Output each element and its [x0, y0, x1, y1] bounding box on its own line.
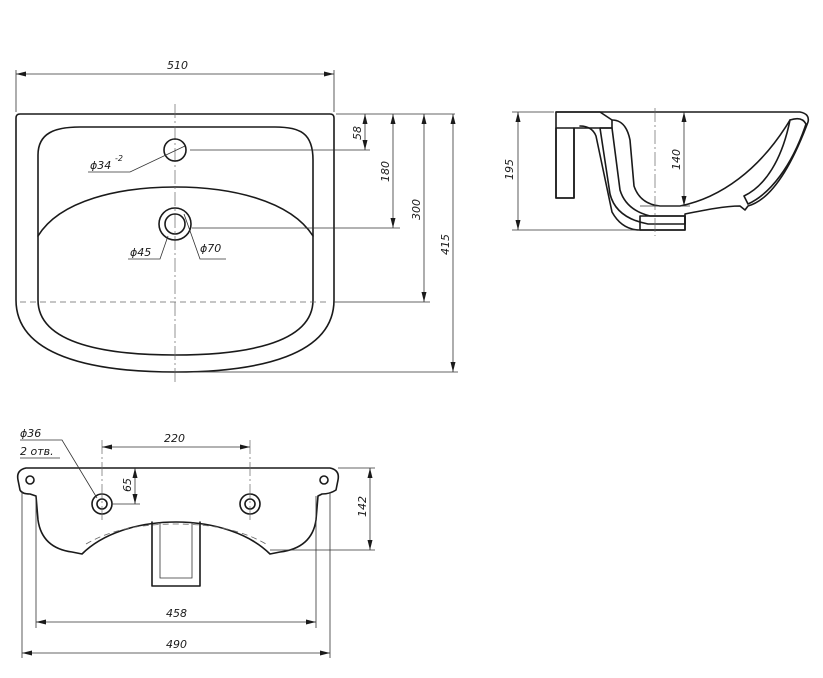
arrow — [36, 619, 46, 625]
tap-hole-tolerance: -2 — [115, 154, 123, 163]
bowl-depth-140-label: 140 — [670, 149, 683, 170]
drain-outer-leader — [183, 213, 226, 260]
back-view-drain-outlet — [151, 521, 201, 587]
drain-inner — [164, 213, 186, 235]
arrow — [390, 218, 396, 228]
mount-hole-diameter-label: ϕ36 — [20, 427, 41, 440]
arrow — [132, 468, 138, 478]
arrow — [362, 140, 368, 150]
side-section: 195 140 — [503, 108, 810, 236]
tap-hole — [163, 138, 187, 162]
arrow — [240, 444, 250, 450]
mount-spacing-220-label: 220 — [164, 432, 185, 445]
arrow — [367, 540, 373, 550]
arrow — [102, 444, 112, 450]
arrow — [22, 650, 32, 656]
width-490-label: 490 — [166, 638, 187, 651]
top-view: ϕ34 -2 ϕ45 ϕ70 510 58 180 300 — [15, 59, 458, 385]
arrow — [681, 112, 687, 122]
side-bowl-outer — [555, 111, 810, 231]
arrow — [320, 650, 330, 656]
arrow — [16, 71, 26, 77]
depth-415-label: 415 — [439, 234, 452, 255]
arrow — [306, 619, 316, 625]
arrow — [421, 114, 427, 124]
arrow — [367, 468, 373, 478]
corner-hole-left — [25, 475, 35, 485]
side-overflow-channel — [599, 127, 686, 225]
arrow — [450, 114, 456, 124]
arrow — [421, 292, 427, 302]
arrow — [324, 71, 334, 77]
side-height-195-label: 195 — [503, 159, 516, 180]
depth-300-label: 300 — [410, 199, 423, 220]
arrow — [681, 196, 687, 206]
depth-180-label: 180 — [379, 161, 392, 182]
top-view-basin — [37, 186, 314, 237]
tap-hole-label: ϕ34 — [90, 159, 111, 172]
side-drain-stub — [639, 215, 686, 231]
arrow — [132, 494, 138, 504]
corner-hole-right — [319, 475, 329, 485]
arrow — [390, 114, 396, 124]
side-back-gap — [555, 127, 575, 199]
depth-58-label: 58 — [351, 126, 364, 140]
mount-hole-leader — [20, 439, 98, 499]
drain-inner-label: ϕ45 — [130, 246, 151, 259]
arrow — [450, 362, 456, 372]
hole-offset-65-label: 65 — [121, 478, 134, 492]
width-510-label: 510 — [167, 59, 188, 72]
back-view: ϕ36 2 отв. 220 65 142 458 490 — [16, 427, 375, 658]
side-bowl-inner — [611, 119, 791, 207]
drain-inner-leader — [128, 235, 169, 260]
drain-outer-label: ϕ70 — [200, 242, 221, 255]
mount-hole-count-label: 2 отв. — [20, 445, 54, 458]
back-view-outline — [16, 467, 340, 555]
arrow — [515, 112, 521, 122]
back-height-142-label: 142 — [356, 496, 369, 517]
width-458-label: 458 — [166, 607, 187, 620]
top-view-outer-contour — [15, 113, 335, 373]
top-view-bowl-rim — [37, 126, 314, 356]
back-view-drain-inner — [159, 522, 193, 579]
arrow — [515, 220, 521, 230]
arrow — [362, 114, 368, 124]
tap-hole-leader — [88, 145, 186, 173]
drain-outer — [158, 207, 192, 241]
back-view-hidden-bowl — [85, 523, 267, 545]
side-rim-section — [743, 117, 807, 205]
